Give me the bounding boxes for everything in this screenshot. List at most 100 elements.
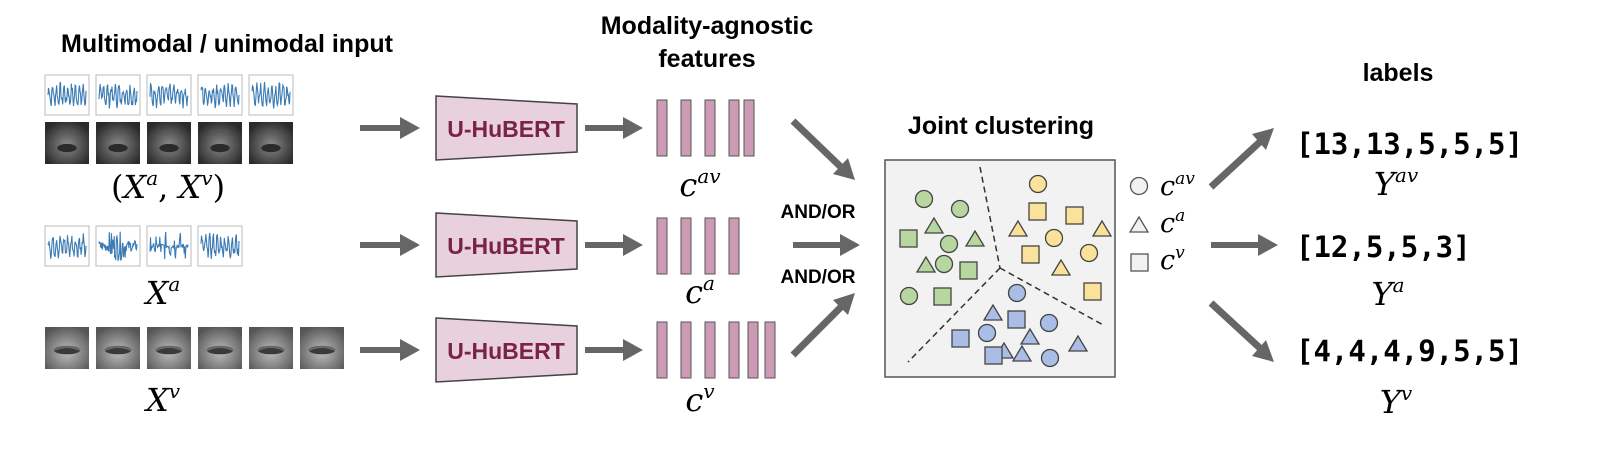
arrow-features-to-cluster-a	[793, 234, 860, 256]
joint-clustering-box	[884, 159, 1116, 378]
cluster-point	[959, 261, 978, 280]
arrow-encoder-to-features-v	[585, 339, 643, 361]
mouth-thumbnail	[300, 327, 344, 369]
mouth-thumbnail	[45, 327, 89, 369]
cluster-blue	[951, 283, 1089, 368]
feature-label-v: cv	[685, 379, 715, 419]
cluster-point	[899, 286, 919, 306]
waveform-thumbnail	[248, 74, 294, 116]
face-thumbnail	[96, 122, 140, 164]
cluster-point	[1028, 202, 1047, 221]
waveform-thumbnail	[197, 225, 243, 267]
and-or-label-bottom: AND/OR	[781, 267, 856, 288]
cluster-point	[950, 199, 970, 219]
mouth-thumbnail	[198, 327, 242, 369]
feature-label-av: cav	[679, 164, 721, 204]
arrow-encoder-to-features-av	[585, 117, 643, 139]
cluster-point	[1007, 219, 1029, 237]
square-icon	[1130, 253, 1149, 272]
cluster-point	[1007, 283, 1027, 303]
mouth-thumbnail	[96, 327, 140, 369]
feature-bars-av	[656, 99, 755, 157]
clustering-title: Joint clustering	[908, 112, 1094, 140]
mouth-thumbnail	[249, 327, 293, 369]
arrow-input-to-encoder-av	[360, 117, 420, 139]
av-waveform-strip	[44, 74, 294, 116]
cluster-point	[1028, 174, 1048, 194]
output-sequence-a: [12,5,5,3]	[1296, 230, 1471, 264]
encoder-a: U-HuBERT	[435, 212, 578, 278]
circle-icon	[1129, 176, 1149, 196]
cluster-point	[1065, 206, 1084, 225]
arrow-cluster-to-label-v	[1208, 300, 1274, 362]
audio-waveform-strip	[44, 225, 243, 267]
av-face-strip	[45, 122, 293, 164]
features-title-line2: features	[658, 45, 755, 73]
cluster-point	[951, 329, 970, 348]
encoder-v: U-HuBERT	[435, 317, 578, 383]
cluster-green	[899, 189, 986, 306]
output-math-av: Yav	[1374, 163, 1419, 203]
cluster-point	[964, 229, 986, 247]
cluster-point	[1019, 327, 1041, 345]
face-thumbnail	[147, 122, 191, 164]
cluster-yellow	[1007, 174, 1113, 301]
encoder-label-v: U-HuBERT	[447, 338, 565, 364]
output-sequence-av: [13,13,5,5,5]	[1296, 127, 1523, 161]
output-sequence-v: [4,4,4,9,5,5]	[1296, 334, 1523, 368]
legend-label-a: ca	[1160, 206, 1185, 239]
cluster-point	[1083, 282, 1102, 301]
arrow-features-to-cluster-v	[790, 293, 855, 358]
waveform-thumbnail	[44, 74, 90, 116]
waveform-thumbnail	[197, 74, 243, 116]
waveform-thumbnail	[146, 225, 192, 267]
mouth-frame-strip	[45, 327, 344, 369]
legend-label-av: cav	[1160, 169, 1195, 202]
cluster-point	[1067, 334, 1089, 352]
cluster-point	[899, 229, 918, 248]
output-math-a: Ya	[1371, 273, 1404, 313]
features-title-line1: Modality-agnostic	[601, 12, 814, 40]
cluster-point	[1040, 348, 1060, 368]
triangle-icon	[1128, 215, 1150, 233]
cluster-point	[1044, 228, 1064, 248]
face-thumbnail	[249, 122, 293, 164]
feature-label-a: ca	[685, 271, 715, 311]
cluster-point	[939, 234, 959, 254]
arrow-cluster-to-label-av	[1208, 128, 1274, 190]
cluster-point	[1039, 313, 1059, 333]
cluster-point	[982, 303, 1004, 321]
arrow-cluster-to-label-a	[1211, 234, 1278, 256]
cluster-point	[934, 254, 954, 274]
output-math-v: Yv	[1380, 381, 1413, 421]
face-thumbnail	[45, 122, 89, 164]
face-thumbnail	[198, 122, 242, 164]
encoder-label-a: U-HuBERT	[447, 233, 565, 259]
input-label-av: (Xa, Xv)	[111, 166, 225, 206]
cluster-point	[1021, 245, 1040, 264]
waveform-thumbnail	[44, 225, 90, 267]
cluster-point	[914, 189, 934, 209]
feature-bars-a	[656, 217, 740, 275]
waveform-thumbnail	[95, 225, 141, 267]
input-label-a: Xa	[143, 272, 181, 312]
waveform-thumbnail	[95, 74, 141, 116]
cluster-legend: cav ca cv	[1128, 169, 1195, 276]
cluster-point	[1011, 344, 1033, 362]
encoder-label-av: U-HuBERT	[447, 116, 565, 142]
arrow-features-to-cluster-av	[790, 118, 855, 180]
input-label-v: Xv	[143, 379, 181, 419]
cluster-point	[923, 216, 945, 234]
cluster-point	[1079, 243, 1099, 263]
cluster-point	[1007, 310, 1026, 329]
cluster-point	[984, 346, 1003, 365]
cluster-boundary-top	[979, 166, 1001, 269]
and-or-label-top: AND/OR	[781, 202, 856, 223]
input-title: Multimodal / unimodal input	[61, 30, 394, 58]
cluster-point	[977, 323, 997, 343]
arrow-input-to-encoder-a	[360, 234, 420, 256]
arrow-encoder-to-features-a	[585, 234, 643, 256]
cluster-point	[933, 287, 952, 306]
cluster-point	[915, 255, 937, 273]
